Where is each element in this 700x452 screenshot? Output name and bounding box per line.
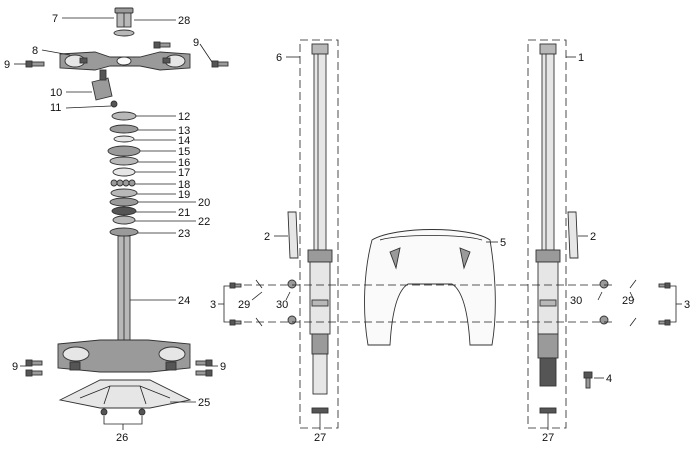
callout-7: 7 xyxy=(52,13,58,25)
callout-30-left: 30 xyxy=(276,299,288,311)
callout-29-right: 29 xyxy=(622,295,634,307)
callout-24: 24 xyxy=(178,295,190,307)
part-left-fork-tube xyxy=(307,43,333,395)
callout-1: 1 xyxy=(578,52,584,64)
alignment-lines xyxy=(244,284,612,323)
callout-13: 13 xyxy=(178,125,190,137)
part-top-nut xyxy=(114,7,134,28)
callout-9-lower-left: 9 xyxy=(12,361,18,373)
callout-23: 23 xyxy=(178,228,190,240)
callout-5: 5 xyxy=(500,237,506,249)
part-bearing-stack xyxy=(107,111,141,237)
part-front-fender xyxy=(364,229,496,346)
part-lower-triple-clamp xyxy=(57,339,191,373)
callout-14: 14 xyxy=(178,135,190,147)
callout-12: 12 xyxy=(178,111,190,123)
callout-27-left: 27 xyxy=(314,432,326,444)
callout-16: 16 xyxy=(178,157,190,169)
callout-9-lower-right: 9 xyxy=(220,361,226,373)
callout-3-right: 3 xyxy=(684,299,690,311)
part-bearing-balls xyxy=(110,179,136,187)
left-fork-assembly xyxy=(299,39,339,429)
callout-26: 26 xyxy=(116,432,128,444)
callout-2-left: 2 xyxy=(264,231,270,243)
part-right-fork-seal xyxy=(539,407,557,414)
callout-20: 20 xyxy=(198,197,210,209)
callout-22: 22 xyxy=(198,216,210,228)
callout-28: 28 xyxy=(178,15,190,27)
part-right-fork-tube xyxy=(535,43,561,387)
part-bolt-upper-right xyxy=(153,41,229,68)
part-bolts-29-right xyxy=(629,279,671,327)
part-bolt-4 xyxy=(583,371,593,389)
part-bracket xyxy=(91,69,113,101)
callout-4: 4 xyxy=(606,373,612,385)
callout-17: 17 xyxy=(178,167,190,179)
callout-18: 18 xyxy=(178,179,190,191)
right-fork-assembly xyxy=(527,39,567,429)
callout-21: 21 xyxy=(178,207,190,219)
callout-3-left: 3 xyxy=(210,299,216,311)
part-fork-guard-left xyxy=(287,211,299,259)
part-upper-triple-clamp xyxy=(59,51,191,71)
steering-stem-assembly xyxy=(25,7,229,416)
part-lower-cover xyxy=(58,379,192,409)
callout-11: 11 xyxy=(50,102,61,114)
part-small-bolt xyxy=(110,100,118,108)
leader-lines xyxy=(14,17,682,430)
callout-9-upper-left: 9 xyxy=(4,59,10,71)
callout-19: 19 xyxy=(178,189,190,201)
part-nuts-30-left xyxy=(287,279,297,325)
callout-15: 15 xyxy=(178,146,190,158)
part-bolt-upper-left xyxy=(25,60,45,68)
callout-27-right: 27 xyxy=(542,432,554,444)
callout-6: 6 xyxy=(276,52,282,64)
callout-10: 10 xyxy=(50,87,62,99)
callout-30-right: 30 xyxy=(570,295,582,307)
part-washer-28 xyxy=(113,29,135,37)
callout-2-right: 2 xyxy=(590,231,596,243)
part-left-fork-seal xyxy=(311,407,329,414)
part-bolts-lower-right xyxy=(195,359,213,377)
callout-8: 8 xyxy=(32,45,38,57)
part-bolts-lower-left xyxy=(25,359,43,377)
part-screws-26 xyxy=(100,408,146,416)
part-steering-stem xyxy=(117,235,131,343)
callout-labels: 1 2 2 3 3 4 5 6 7 8 9 9 9 9 10 11 12 13 … xyxy=(4,13,690,444)
callout-9-upper-right: 9 xyxy=(193,37,199,49)
callout-29-left: 29 xyxy=(238,299,250,311)
part-nuts-30-right xyxy=(599,279,609,325)
part-fork-guard-right xyxy=(567,211,579,259)
callout-25: 25 xyxy=(198,397,210,409)
